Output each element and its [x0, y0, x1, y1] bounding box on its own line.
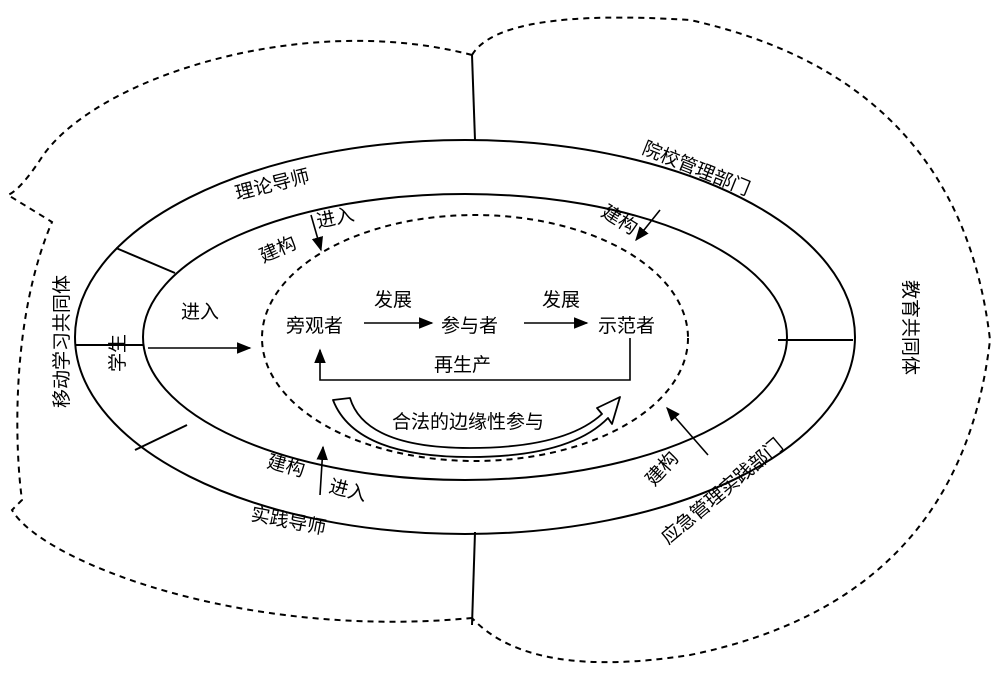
ring-divider-top-left — [115, 247, 176, 274]
construct-label-top-left: 建构 — [256, 232, 300, 268]
participant-label: 参与者 — [441, 315, 498, 337]
svg-text:建构: 建构 — [597, 201, 641, 240]
svg-text:进入: 进入 — [327, 476, 369, 507]
svg-text:学生: 学生 — [107, 334, 129, 372]
develop-label-1: 发展 — [374, 289, 412, 311]
enter-label-top-left: 进入 — [314, 203, 356, 232]
construct-label-top-right: 建构 — [597, 201, 641, 240]
community-divider-bottom — [471, 531, 476, 626]
svg-text:院校管理部门: 院校管理部门 — [639, 137, 753, 200]
community-divider-top — [471, 54, 476, 141]
arrow-practice-mentor-enter — [316, 445, 328, 496]
arrow-school-construct — [635, 209, 661, 242]
develop-label-2: 发展 — [542, 289, 580, 311]
arrow-theory-mentor-enter — [310, 214, 323, 252]
theory-mentor-label: 理论导师 — [233, 165, 312, 205]
svg-text:建构: 建构 — [265, 451, 307, 482]
emergency-management-label: 应急管理实践部门 — [657, 434, 788, 549]
svg-text:移动学习共同体: 移动学习共同体 — [51, 275, 73, 408]
lpp-label: 合法的边缘性参与 — [392, 411, 544, 433]
education-community-boundary — [471, 16, 992, 664]
bystander-label: 旁观者 — [286, 315, 343, 337]
construct-label-bottom-left: 建构 — [265, 451, 307, 482]
svg-text:教育共同体: 教育共同体 — [899, 280, 921, 375]
svg-text:进入: 进入 — [314, 203, 356, 232]
svg-text:实践导师: 实践导师 — [249, 503, 328, 539]
mobile-learning-community-boundary — [5, 39, 473, 623]
enter-label-bottom-left: 进入 — [327, 476, 369, 507]
svg-text:理论导师: 理论导师 — [233, 165, 312, 205]
practice-mentor-label: 实践导师 — [249, 503, 328, 539]
outer-ring — [74, 139, 856, 535]
education-community-label: 教育共同体 — [899, 280, 921, 375]
svg-text:建构: 建构 — [256, 232, 300, 268]
student-label: 学生 — [107, 334, 129, 372]
inner-ring — [142, 193, 788, 481]
ring-divider-bottom-left — [134, 424, 188, 451]
reproduction-loop-arrow — [314, 338, 631, 381]
reproduction-label: 再生产 — [434, 354, 491, 376]
school-management-label: 院校管理部门 — [639, 137, 753, 200]
mobile-learning-community-label: 移动学习共同体 — [51, 275, 73, 408]
enter-label-left: 进入 — [181, 301, 219, 323]
arrow-emergency-construct — [666, 406, 709, 456]
lpp-curved-arrow — [332, 396, 621, 458]
exemplar-label: 示范者 — [598, 315, 655, 337]
core-dashed-ellipse — [261, 214, 689, 462]
svg-text:应急管理实践部门: 应急管理实践部门 — [657, 434, 788, 549]
